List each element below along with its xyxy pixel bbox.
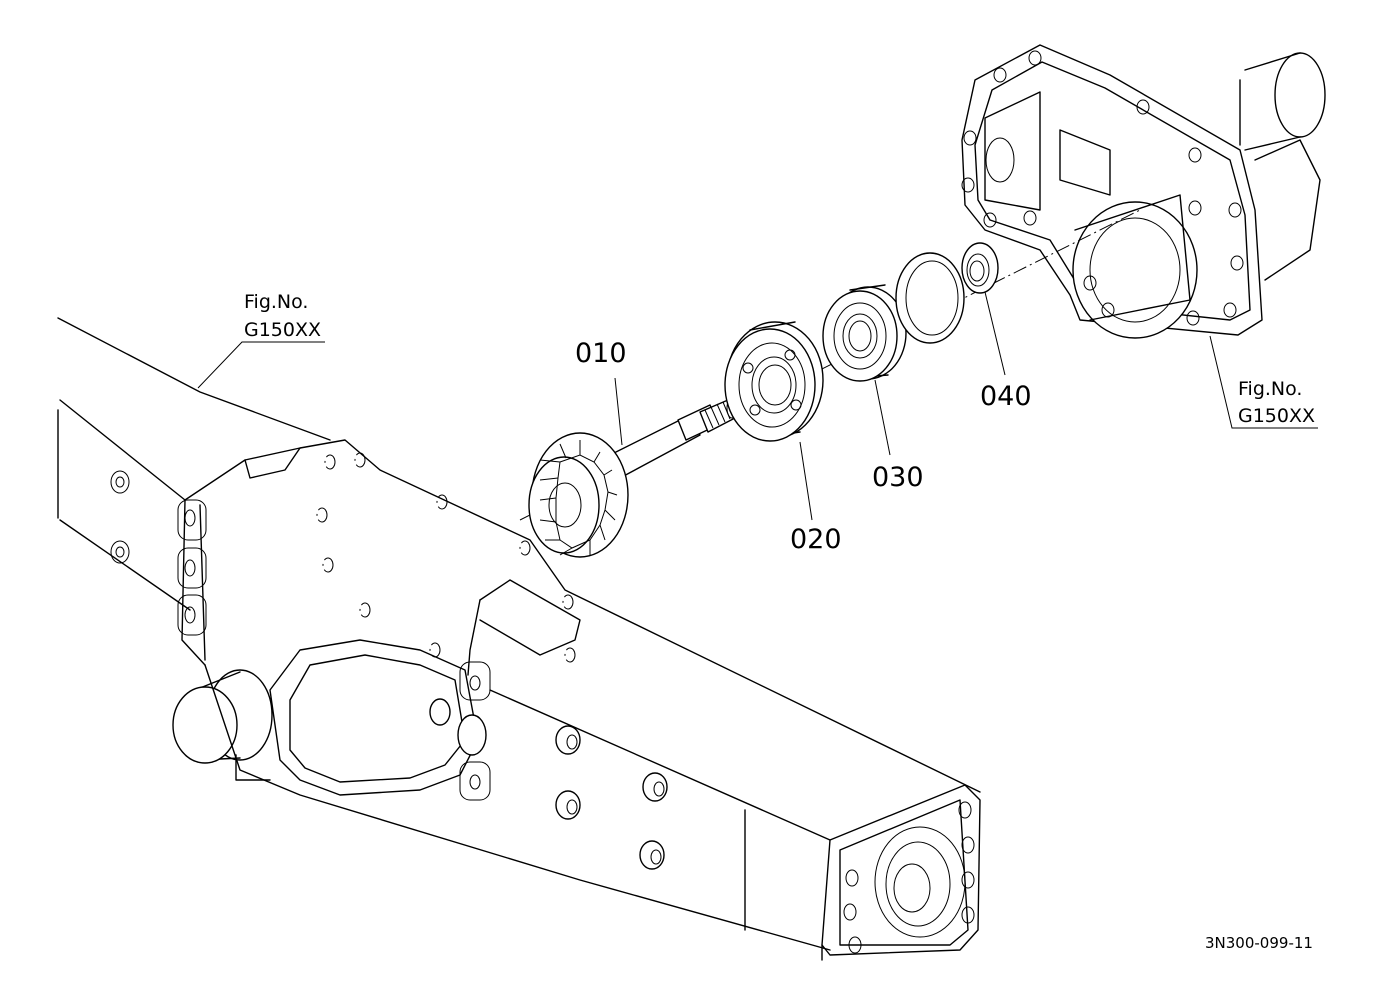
figure-ref-right-line1: Fig.No. [1238, 378, 1302, 400]
diagram-code: 3N300-099-11 [1205, 934, 1313, 952]
differential-housing [961, 44, 1326, 339]
axle-case [57, 317, 981, 961]
part-label-020: 020 [790, 524, 842, 555]
figure-ref-right-line2: G150XX [1238, 405, 1315, 427]
figure-ref-left-line2: G150XX [244, 319, 321, 341]
part-030-ball-bearing [822, 284, 907, 382]
part-label-030: 030 [872, 462, 924, 493]
figure-ref-left-line1: Fig.No. [244, 291, 308, 313]
leader-lines [197, 291, 1318, 521]
part-040-oil-seal [961, 242, 999, 294]
part-label-040: 040 [980, 381, 1032, 412]
part-010-bevel-pinion-shaft [528, 397, 738, 558]
part-020-ball-bearing [724, 321, 824, 442]
retaining-ring [895, 252, 965, 344]
part-label-010: 010 [575, 338, 627, 369]
